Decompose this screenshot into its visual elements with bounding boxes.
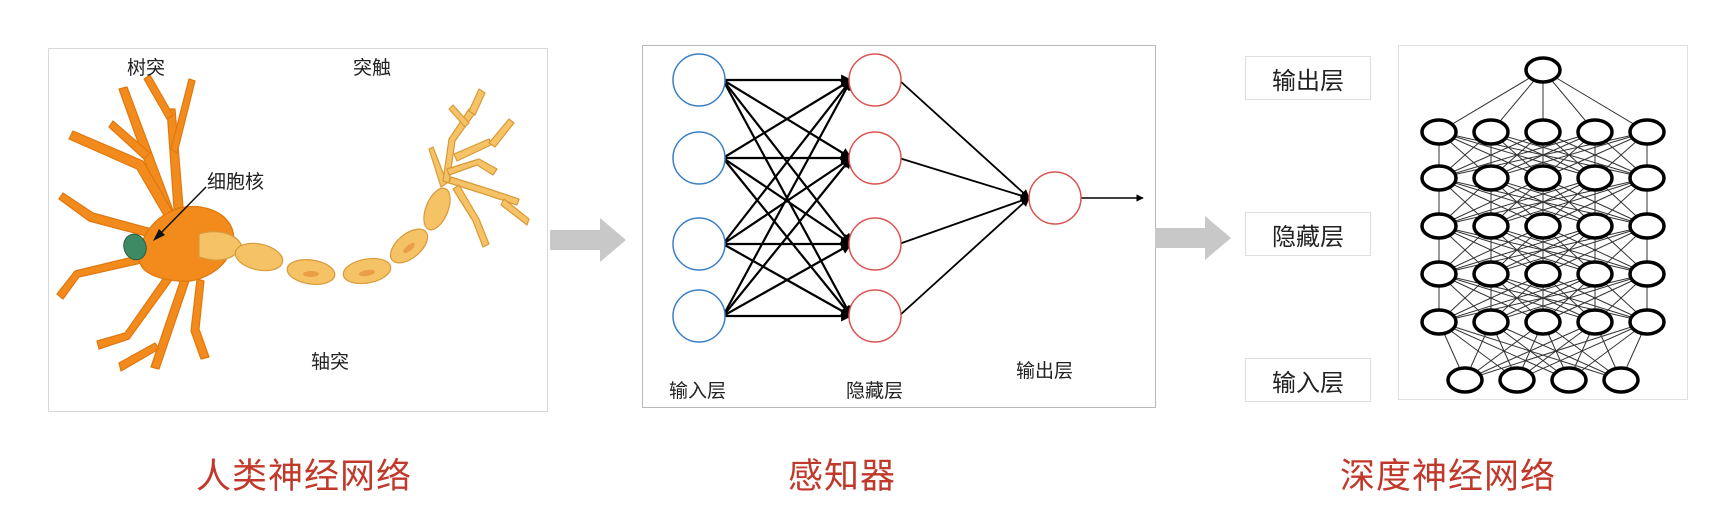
deep-network-edge [1438,177,1596,227]
deep-network-node [1628,164,1666,192]
axon-segments [198,187,451,285]
deep-network-diagram [1398,45,1688,400]
deep-network-edge [1438,131,1544,179]
perceptron-network [672,53,1144,343]
neuron-diagram: 树突 突触 细胞核 轴突 [48,48,548,412]
deep-output-layer-label: 输出层 [1245,56,1371,100]
deep-network-edge [1542,273,1648,323]
deep-network-edge [1490,225,1648,275]
deep-network-node [1524,212,1562,240]
deep-network-node [1472,308,1510,336]
deep-network-edge [1438,273,1596,323]
deep-network-edge [1438,177,1648,227]
deep-network-edge [1438,225,1596,275]
deep-network-node [1576,260,1614,288]
deep-network-node [1628,260,1666,288]
deep-network-node [1576,164,1614,192]
deep-network-node [1420,212,1458,240]
deep-network-edge [1438,225,1648,275]
arrow-right-icon [1155,216,1231,260]
deep-network-node [1420,164,1458,192]
deep-network-edge [1542,131,1648,179]
deep-network-node [1628,308,1666,336]
deep-network-edge [1490,273,1648,323]
deep-network-edge [1464,321,1596,381]
deep-network-node [1550,366,1588,394]
perceptron-hidden-label: 隐藏层 [846,380,904,402]
deep-network-node [1472,212,1510,240]
deep-network-edge [1438,225,1544,275]
deep-network-node [1524,56,1562,84]
deep-network-node [1602,366,1640,394]
deep-network-edge [1490,177,1648,227]
arrow-right-icon [550,218,626,262]
deep-network-node [1576,308,1614,336]
input-nodes [672,53,726,343]
deep-network-node [1576,118,1614,146]
deep-network-graph [1420,56,1666,394]
deep-network-node [1472,260,1510,288]
deep-network-edge [1542,225,1648,275]
deep-network-node [1420,118,1458,146]
nucleus-label: 细胞核 [207,171,265,193]
deep-network-edge [1464,321,1648,381]
neuron-illustration [56,74,530,372]
perceptron-diagram: 输入层 隐藏层 输出层 [642,45,1156,408]
deep-caption: 深度神经网络 [1340,457,1557,497]
deep-network-node [1420,260,1458,288]
deep-network-edge [1438,273,1648,323]
perceptron-input-label: 输入层 [669,380,727,402]
deep-input-layer-label: 输入层 [1245,358,1371,402]
axon-label: 轴突 [311,351,350,373]
deep-network-node [1472,118,1510,146]
deep-hidden-layer-label: 隐藏层 [1245,212,1371,256]
deep-network-node [1628,212,1666,240]
deep-network-node [1420,308,1458,336]
perceptron-caption: 感知器 [788,457,897,497]
neuron-caption: 人类神经网络 [196,457,413,497]
hidden-nodes [848,53,902,343]
deep-network-node [1524,308,1562,336]
deep-network-edge [1438,131,1596,179]
deep-network-edge [1542,69,1648,133]
perceptron-edges [722,74,1144,322]
nucleus-pointer [156,186,207,238]
perceptron-output-label: 输出层 [1016,360,1074,382]
deep-network-node [1628,118,1666,146]
nucleus-shape [123,233,147,261]
deep-network-edge [1438,69,1544,133]
output-node [1028,171,1082,225]
deep-network-node [1524,118,1562,146]
deep-network-node [1498,366,1536,394]
deep-network-node [1576,212,1614,240]
deep-network-edge [1490,131,1648,179]
deep-network-node [1524,260,1562,288]
deep-network-edge [1542,177,1648,227]
deep-network-node [1524,164,1562,192]
deep-network-nodes [1420,56,1666,394]
deep-network-node [1446,366,1484,394]
deep-network-edge [1438,131,1648,179]
dendrite-label: 树突 [127,57,166,79]
synapse-label: 突触 [353,57,392,79]
deep-network-edge [1516,321,1648,381]
deep-network-node [1472,164,1510,192]
deep-network-edge [1438,177,1544,227]
deep-network-edge [1438,273,1544,323]
